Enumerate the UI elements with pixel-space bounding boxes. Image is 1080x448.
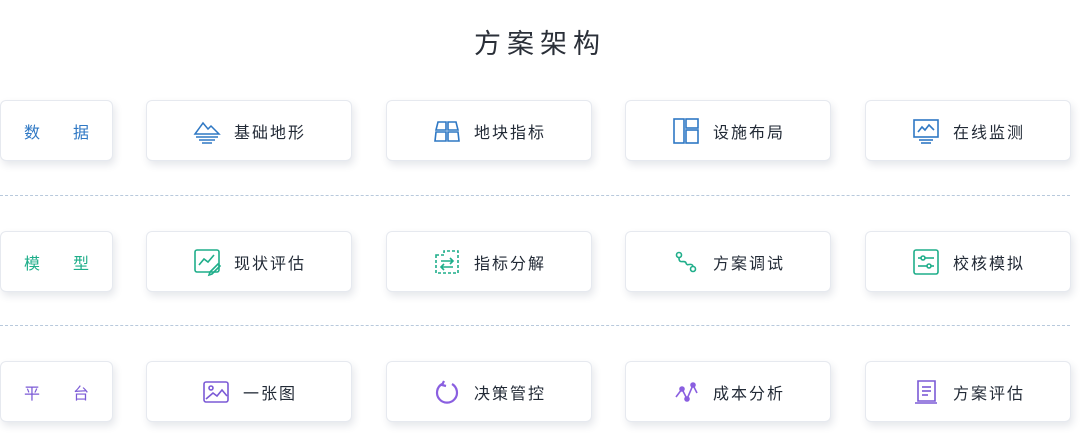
- document-icon: [911, 377, 941, 407]
- card-label: 在线监测: [952, 122, 1025, 142]
- card-plan-evaluation[interactable]: 方案评估: [865, 361, 1071, 422]
- card-status-assessment[interactable]: 现状评估: [146, 231, 352, 292]
- card-label: 校核模拟: [952, 253, 1025, 273]
- debug-icon: [671, 247, 701, 277]
- monitor-icon: [911, 116, 941, 146]
- card-verification-simulation[interactable]: 校核模拟: [865, 231, 1071, 292]
- card-label: 指标分解: [473, 253, 546, 273]
- card-label: 现状评估: [233, 253, 306, 273]
- card-label: 方案评估: [952, 383, 1025, 403]
- row-label-model[interactable]: 模 型: [0, 231, 113, 292]
- card-decision-control[interactable]: 决策管控: [386, 361, 592, 422]
- image-icon: [201, 377, 231, 407]
- row-divider: [0, 325, 1070, 326]
- card-basic-terrain[interactable]: 基础地形: [146, 100, 352, 161]
- refresh-icon: [432, 377, 462, 407]
- terrain-icon: [192, 116, 222, 146]
- card-cost-analysis[interactable]: 成本分析: [625, 361, 831, 422]
- page-title: 方案架构: [474, 29, 606, 60]
- card-land-indicator[interactable]: 地块指标: [386, 100, 592, 161]
- card-label: 一张图: [242, 383, 297, 403]
- row-label-data[interactable]: 数 据: [0, 100, 113, 161]
- decompose-icon: [432, 247, 462, 277]
- row-label-platform[interactable]: 平 台: [0, 361, 113, 422]
- row-divider: [0, 195, 1070, 196]
- card-label: 决策管控: [473, 383, 546, 403]
- row-label-text: 数 据: [23, 122, 104, 142]
- card-label: 地块指标: [473, 122, 546, 142]
- card-label: 基础地形: [233, 122, 306, 142]
- chart-edit-icon: [192, 247, 222, 277]
- card-label: 方案调试: [712, 253, 785, 273]
- card-one-map[interactable]: 一张图: [146, 361, 352, 422]
- sliders-icon: [911, 247, 941, 277]
- nodes-icon: [671, 377, 701, 407]
- card-facility-layout[interactable]: 设施布局: [625, 100, 831, 161]
- card-label: 成本分析: [712, 383, 785, 403]
- layout-icon: [671, 116, 701, 146]
- row-label-text: 模 型: [23, 253, 104, 273]
- card-online-monitoring[interactable]: 在线监测: [865, 100, 1071, 161]
- card-plan-debugging[interactable]: 方案调试: [625, 231, 831, 292]
- card-indicator-decomposition[interactable]: 指标分解: [386, 231, 592, 292]
- row-label-text: 平 台: [23, 383, 104, 403]
- card-label: 设施布局: [712, 122, 785, 142]
- land-parcel-icon: [432, 116, 462, 146]
